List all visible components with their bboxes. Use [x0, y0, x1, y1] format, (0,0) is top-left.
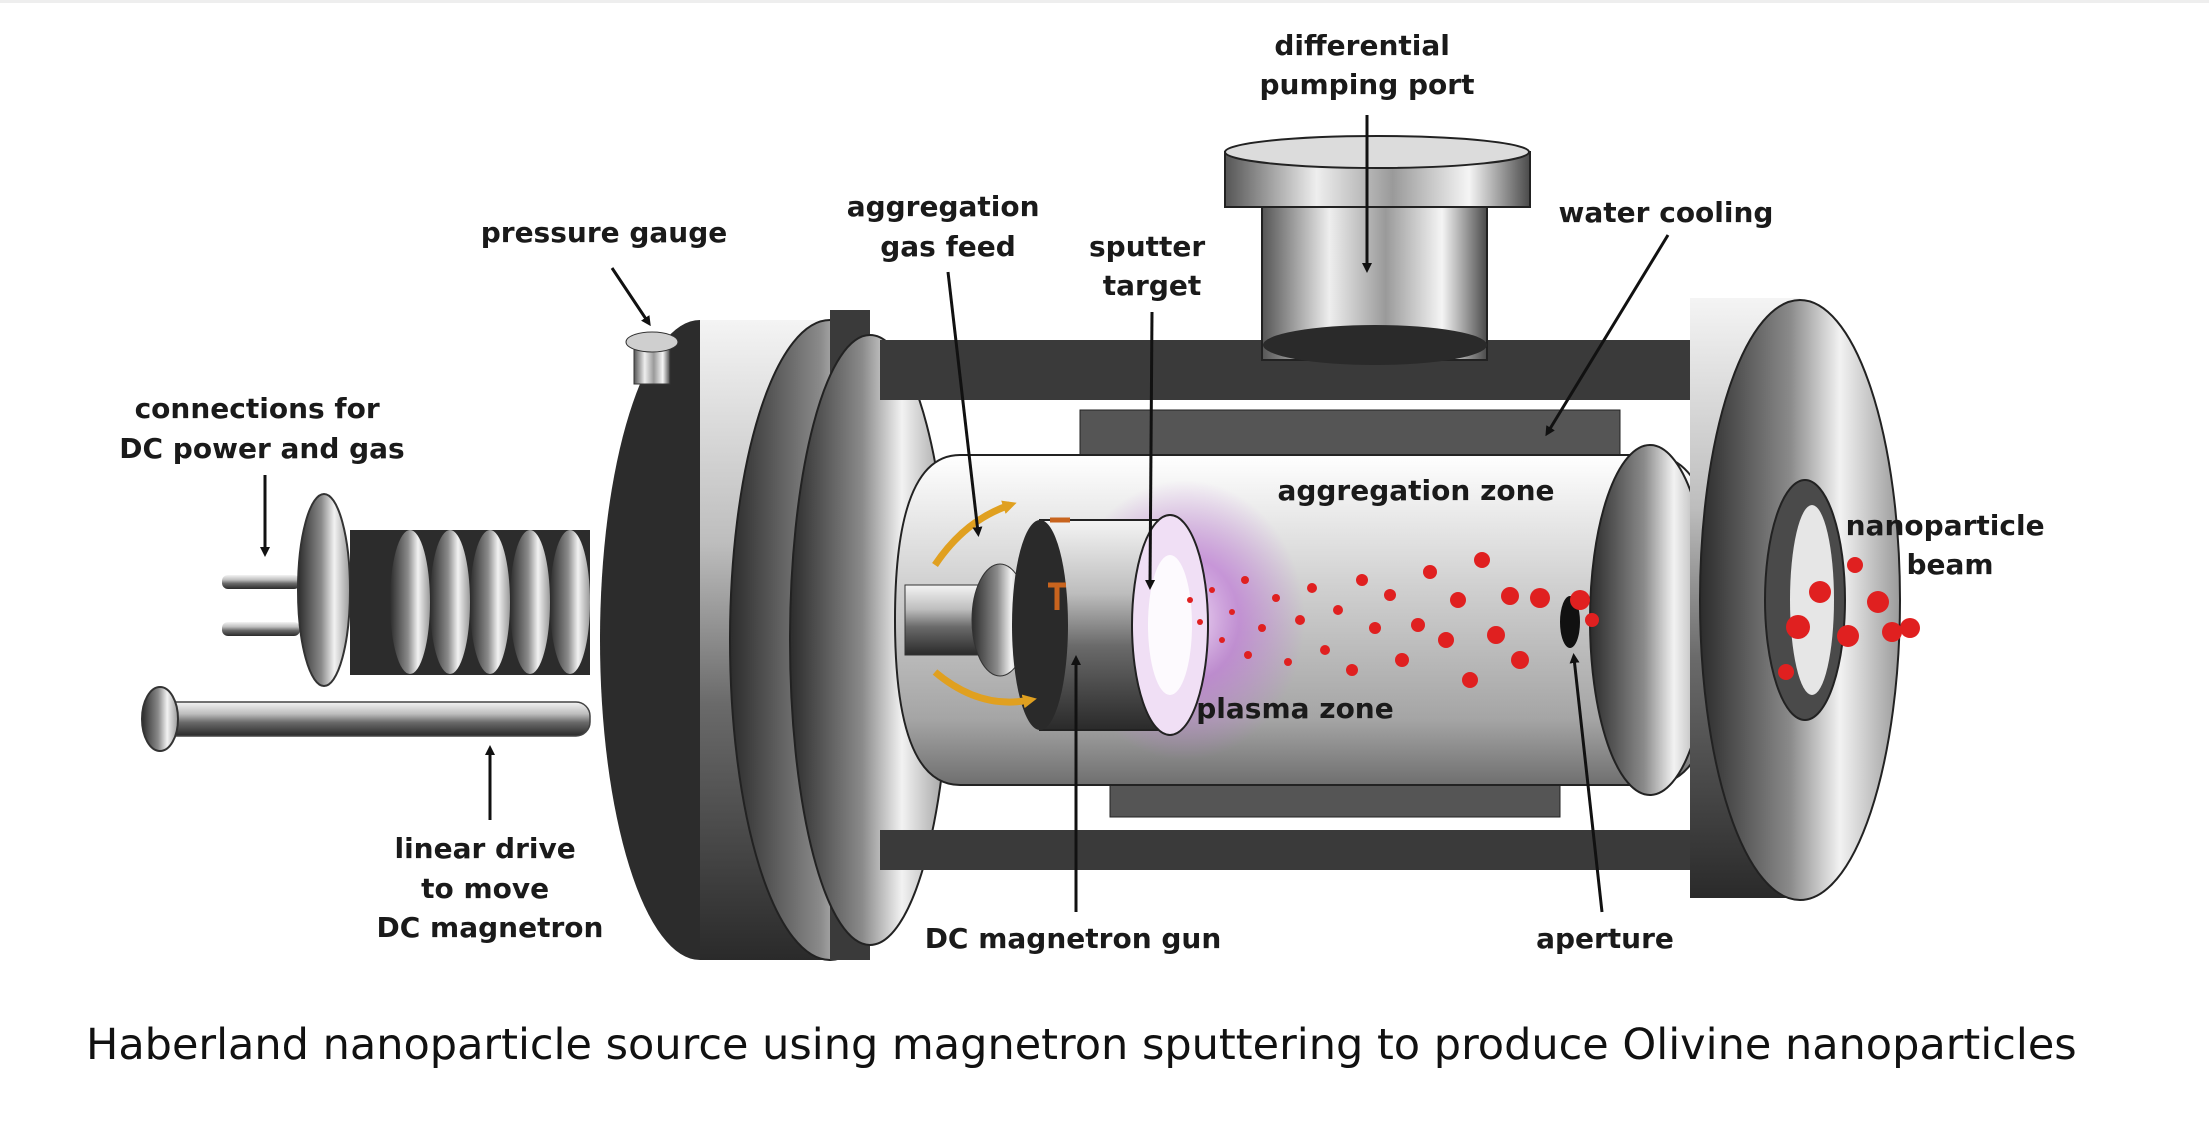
nanoparticle-dot: [1530, 588, 1550, 608]
nanoparticle-dot: [1487, 626, 1505, 644]
figure-caption: Haberland nanoparticle source using magn…: [86, 1020, 2077, 1070]
nanoparticles: [1187, 552, 1920, 688]
right-flange: [1589, 298, 1901, 901]
pressure-gauge-fitting: [625, 331, 679, 385]
label-water-cooling: water cooling: [1559, 196, 1774, 229]
nanoparticle-dot: [1867, 591, 1889, 613]
nanoparticle-dot: [1778, 664, 1794, 680]
nanoparticle-dot: [1209, 587, 1215, 593]
nanoparticle-dot: [1462, 672, 1478, 688]
nanoparticle-dot: [1585, 613, 1599, 627]
label-sputter-target: sputter target: [1089, 230, 1215, 302]
nanoparticle-dot: [1809, 581, 1831, 603]
power-gas-connections: [222, 493, 351, 687]
nanoparticle-dot: [1474, 552, 1490, 568]
label-pressure-gauge: pressure gauge: [481, 216, 728, 249]
nanoparticle-dot: [1284, 658, 1292, 666]
nanoparticle-dot: [1395, 653, 1409, 667]
nanoparticle-dot: [1438, 632, 1454, 648]
nanoparticle-dot: [1837, 625, 1859, 647]
leader-arrows: [260, 115, 1670, 913]
nanoparticle-dot: [1346, 664, 1358, 676]
nanoparticle-dot: [1450, 592, 1466, 608]
gas-feed-arrows: [932, 500, 1037, 709]
nanoparticle-dot: [1882, 622, 1902, 642]
nanoparticle-dot: [1333, 605, 1343, 615]
label-aggregation-zone: aggregation zone: [1277, 474, 1554, 507]
label-connections: connections for DC power and gas: [119, 392, 404, 465]
linear-drive-rod: [141, 686, 591, 752]
nanoparticle-dot: [1307, 583, 1317, 593]
label-aperture: aperture: [1536, 922, 1674, 955]
nanoparticle-dot: [1786, 615, 1810, 639]
nanoparticle-dot: [1197, 619, 1203, 625]
label-linear-drive: linear drive to move DC magnetron: [377, 832, 604, 944]
pumping-port: [1224, 135, 1531, 365]
left-flange: [600, 310, 951, 961]
nanoparticle-dot: [1423, 565, 1437, 579]
label-nanoparticle-beam: nanoparticle beam: [1846, 509, 2055, 581]
nanoparticle-dot: [1229, 609, 1235, 615]
nanoparticle-dot: [1511, 651, 1529, 669]
nanoparticle-dot: [1295, 615, 1305, 625]
label-aggregation-gas-feed: aggregation gas feed: [847, 190, 1050, 263]
nanoparticle-dot: [1570, 590, 1590, 610]
nanoparticle-dot: [1241, 576, 1249, 584]
nanoparticle-dot: [1847, 557, 1863, 573]
nanoparticle-dot: [1369, 622, 1381, 634]
label-differential-pumping-port: differential pumping port: [1260, 29, 1475, 101]
nanoparticle-dot: [1219, 637, 1225, 643]
nanoparticle-dot: [1244, 651, 1252, 659]
nanoparticle-dot: [1272, 594, 1280, 602]
nanoparticle-dot: [1384, 589, 1396, 601]
nanoparticle-source-diagram: differential pumping port pressure gauge…: [119, 29, 2055, 961]
nanoparticle-dot: [1320, 645, 1330, 655]
top-border: [0, 0, 2209, 3]
label-plasma-zone: plasma zone: [1196, 692, 1393, 725]
nanoparticle-dot: [1356, 574, 1368, 586]
nanoparticle-dot: [1900, 618, 1920, 638]
label-dc-magnetron-gun: DC magnetron gun: [925, 922, 1222, 955]
nanoparticle-dot: [1258, 624, 1266, 632]
nanoparticle-dot: [1187, 597, 1193, 603]
nanoparticle-dot: [1411, 618, 1425, 632]
magnetron-gun: [904, 514, 1209, 736]
bellows: [350, 530, 590, 675]
nanoparticle-dot: [1501, 587, 1519, 605]
